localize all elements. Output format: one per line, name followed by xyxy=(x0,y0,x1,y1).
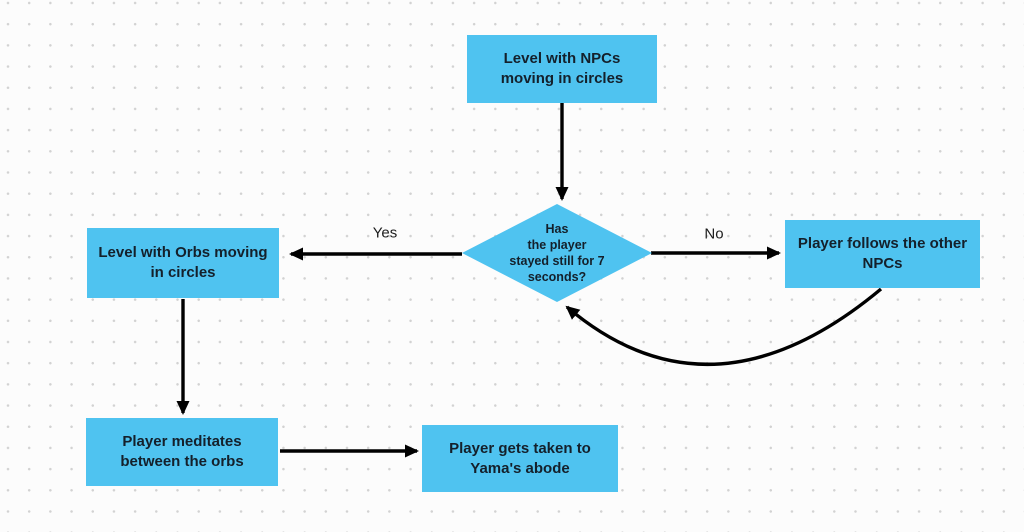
node-level-orbs[interactable]: Level with Orbs moving in circles xyxy=(87,228,279,298)
edge-label-yes: Yes xyxy=(372,224,398,242)
node-label: Has the player stayed still for 7 second… xyxy=(509,221,605,285)
node-level-npcs[interactable]: Level with NPCs moving in circles xyxy=(467,35,657,103)
node-label: Player meditates between the orbs xyxy=(120,433,244,470)
node-yama[interactable]: Player gets taken to Yama's abode xyxy=(422,425,618,492)
node-label: Level with NPCs moving in circles xyxy=(500,50,624,87)
node-label: Level with Orbs moving in circles xyxy=(98,244,268,281)
node-follow-npcs[interactable]: Player follows the other NPCs xyxy=(785,220,980,288)
node-label: Player follows the other NPCs xyxy=(797,235,968,272)
node-label: Player gets taken to Yama's abode xyxy=(449,439,591,477)
edge-follow-npcs-to-decision[interactable] xyxy=(565,287,883,366)
node-meditate[interactable]: Player meditates between the orbs xyxy=(86,418,278,486)
edge-label-no: No xyxy=(704,225,724,243)
